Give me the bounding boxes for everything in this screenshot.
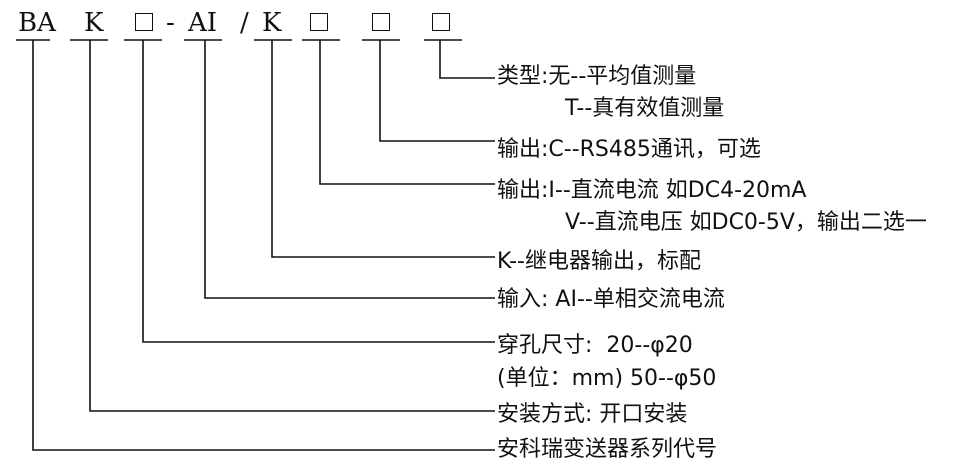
leader-type bbox=[439, 40, 495, 79]
code-slash: / bbox=[240, 8, 249, 38]
code-ai: AI bbox=[188, 8, 218, 38]
leader-mount bbox=[89, 40, 495, 412]
code-k2: K bbox=[262, 8, 282, 38]
leader-relay bbox=[271, 40, 495, 258]
code-dash: - bbox=[166, 8, 175, 38]
code-k: K bbox=[84, 8, 104, 38]
leader-input bbox=[204, 40, 495, 299]
label-hole-line1: 穿孔尺寸: 20--φ20 bbox=[497, 333, 693, 358]
label-type-line2: T--真有效值测量 bbox=[565, 96, 725, 121]
code-ba: BA bbox=[18, 8, 56, 38]
leader-hole bbox=[142, 40, 495, 343]
leader-output bbox=[319, 40, 495, 185]
code-output-box bbox=[310, 13, 328, 31]
label-output-line1: 输出:I--直流电流 如DC4-20mA bbox=[497, 178, 807, 203]
label-relay: K--继电器输出，标配 bbox=[497, 249, 701, 274]
code-hole-box bbox=[135, 13, 153, 31]
leader-comm bbox=[379, 40, 495, 142]
label-output-line2: V--直流电压 如DC0-5V，输出二选一 bbox=[565, 210, 927, 235]
leader-series bbox=[32, 40, 495, 451]
label-rs485: 输出:C--RS485通讯，可选 bbox=[497, 137, 761, 162]
label-series: 安科瑞变送器系列代号 bbox=[497, 437, 718, 462]
label-input: 输入: AI--单相交流电流 bbox=[497, 287, 725, 312]
label-type-line1: 类型:无--平均值测量 bbox=[497, 64, 697, 89]
code-comm-box bbox=[372, 13, 390, 31]
label-mount: 安装方式: 开口安装 bbox=[497, 402, 688, 427]
code-type-box bbox=[432, 13, 450, 31]
label-hole-line2: (单位：mm) 50--φ50 bbox=[497, 366, 717, 391]
